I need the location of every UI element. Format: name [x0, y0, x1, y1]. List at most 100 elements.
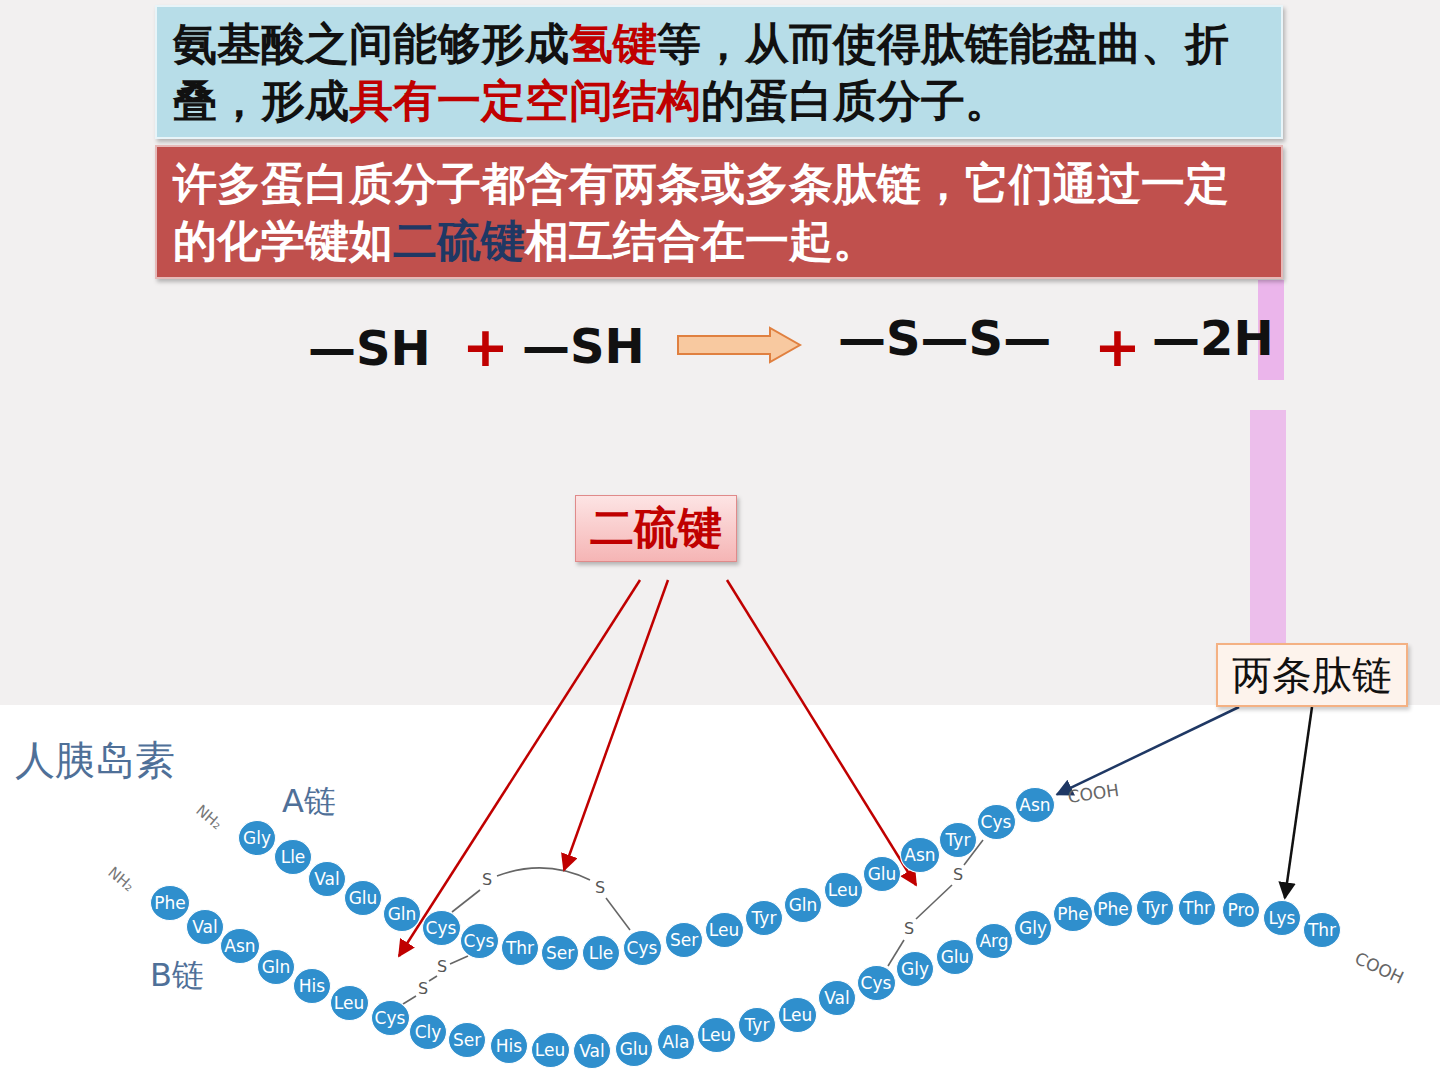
amino-acid-circle: Ser [541, 935, 579, 971]
amino-acid-circle: Val [573, 1033, 611, 1069]
amino-acid-circle: Leu [531, 1032, 570, 1068]
plus-sign: + [1094, 316, 1141, 378]
box-text: 二硫键 [590, 502, 722, 553]
amino-acid-name: His [496, 1036, 522, 1056]
disulfide-bonds [403, 840, 983, 1004]
amino-acid-circle: Thr [501, 930, 539, 966]
amino-acid-name: Glu [868, 864, 897, 884]
amino-acid-circle: Cys [460, 923, 499, 959]
amino-acid-name: Asn [224, 936, 255, 956]
amino-acid-name: Ser [546, 943, 574, 963]
amino-acid-name: Cys [464, 931, 495, 951]
amino-acid-circle: Val [818, 980, 856, 1016]
amino-acid-name: Cys [981, 812, 1012, 832]
box-text: 二硫键 [393, 215, 525, 266]
amino-acid-circle: Gly [896, 951, 934, 987]
amino-acid-name: Tyr [946, 830, 971, 850]
amino-acid-name: Leu [334, 993, 364, 1013]
amino-acid-circle: Gln [257, 949, 295, 985]
amino-acid-name: Val [579, 1041, 604, 1061]
amino-acid-name: Arg [979, 931, 1008, 951]
amino-acid-circle: Glu [936, 939, 974, 975]
amino-acid-name: Phe [154, 893, 186, 913]
amino-acid-circle: Leu [778, 997, 817, 1033]
amino-acid-name: Gln [388, 904, 417, 924]
amino-acid-name: Leu [701, 1025, 731, 1045]
amino-acid-name: Gly [901, 959, 929, 979]
amino-acid-name: Gln [789, 895, 818, 915]
amino-acid-name: Glu [349, 888, 378, 908]
amino-acid-circle: Asn [1015, 787, 1055, 823]
amino-acid-name: Cys [627, 938, 658, 958]
info-box: 许多蛋白质分子都含有两条或多条肽链，它们通过一定的化学键如二硫键相互结合在一起。 [155, 145, 1283, 279]
amino-acid-name: Lle [281, 847, 306, 867]
amino-acid-circle: Glu [615, 1031, 653, 1067]
amino-acid-circle: Gln [383, 896, 421, 932]
upper-ground [0, 0, 1440, 705]
amino-acid-name: His [299, 976, 325, 996]
amino-acid-circle: Cys [977, 804, 1016, 840]
chain-name: A链 [282, 784, 336, 819]
amino-acid-name: Cly [415, 1022, 442, 1042]
figure-title: 人胰岛素 [15, 738, 175, 782]
amino-acid-name: Ser [453, 1030, 481, 1050]
amino-acid-name: Leu [782, 1005, 812, 1025]
amino-acid-circle: His [490, 1028, 528, 1064]
amino-acid-name: Phe [1097, 899, 1129, 919]
amino-acid-name: Cys [426, 918, 457, 938]
amino-acid-name: Lys [1269, 908, 1296, 928]
amino-acid-circle: Ser [665, 922, 703, 958]
sulfur-atom: S [953, 866, 963, 884]
terminal-group: COOH [1067, 781, 1121, 807]
amino-acid-circle: Leu [697, 1017, 736, 1053]
lower-ground [0, 705, 1440, 1080]
amino-acid-name: Phe [1057, 904, 1089, 924]
amino-acid-name: Asn [1019, 795, 1050, 815]
amino-acid-name: Val [314, 869, 339, 889]
amino-acid-circle: Ala [657, 1024, 695, 1060]
amino-acid-circle: Glu [863, 856, 901, 892]
amino-acid-circle: Asn [220, 928, 260, 964]
amino-acid-circle: Gly [238, 820, 276, 856]
amino-acid-circle: Cys [857, 965, 896, 1001]
amino-acid-circle: Phe [1093, 891, 1133, 927]
amino-acid-circle: Tyr [1136, 890, 1174, 926]
amino-acid-name: Gly [1019, 918, 1047, 938]
equation-term: —2H [1152, 312, 1274, 365]
amino-acid-name: Gly [243, 828, 271, 848]
amino-acid-circle: Cys [623, 930, 662, 966]
leader-arrows [399, 580, 916, 956]
terminal-group: NH₂ [105, 864, 137, 895]
amino-acid-name: Glu [941, 947, 970, 967]
amino-acid-circle: Cys [371, 1000, 410, 1036]
amino-acid-circle: Cys [422, 910, 461, 946]
amino-acid-circle: Pro [1222, 892, 1260, 928]
amino-acid-circle: Phe [150, 885, 190, 921]
amino-acid-name: Leu [828, 880, 858, 900]
plus-sign: + [462, 316, 509, 378]
amino-acid-name: Glu [620, 1039, 649, 1059]
amino-acid-name: Cys [861, 973, 892, 993]
amino-acid-name: Ser [670, 930, 698, 950]
box-text: 氨基酸之间能够形成 [173, 18, 569, 69]
box-text: 两条肽链 [1232, 652, 1392, 698]
amino-acid-circle: His [293, 968, 331, 1004]
amino-acid-circle: Val [186, 909, 224, 945]
callout-box: 二硫键 [575, 495, 737, 562]
amino-acid-circle: Glu [344, 880, 382, 916]
amino-acid-circle: Gln [784, 887, 822, 923]
callout-box: 两条肽链 [1216, 643, 1408, 707]
amino-acid-name: Thr [1308, 920, 1336, 940]
amino-acid-circle: Gly [1014, 910, 1052, 946]
sulfur-atom: S [418, 980, 428, 998]
amino-acid-name: Thr [1183, 898, 1211, 918]
amino-acid-circle: Tyr [939, 822, 977, 858]
amino-acid-name: Thr [506, 938, 534, 958]
sulfur-atom: S [482, 871, 492, 889]
amino-acid-circle: Ser [448, 1022, 486, 1058]
sulfur-atom: S [595, 879, 605, 897]
amino-acid-name: Ala [663, 1032, 690, 1052]
amino-acid-name: Tyr [752, 908, 777, 928]
amino-acid-circle: Val [308, 861, 346, 897]
